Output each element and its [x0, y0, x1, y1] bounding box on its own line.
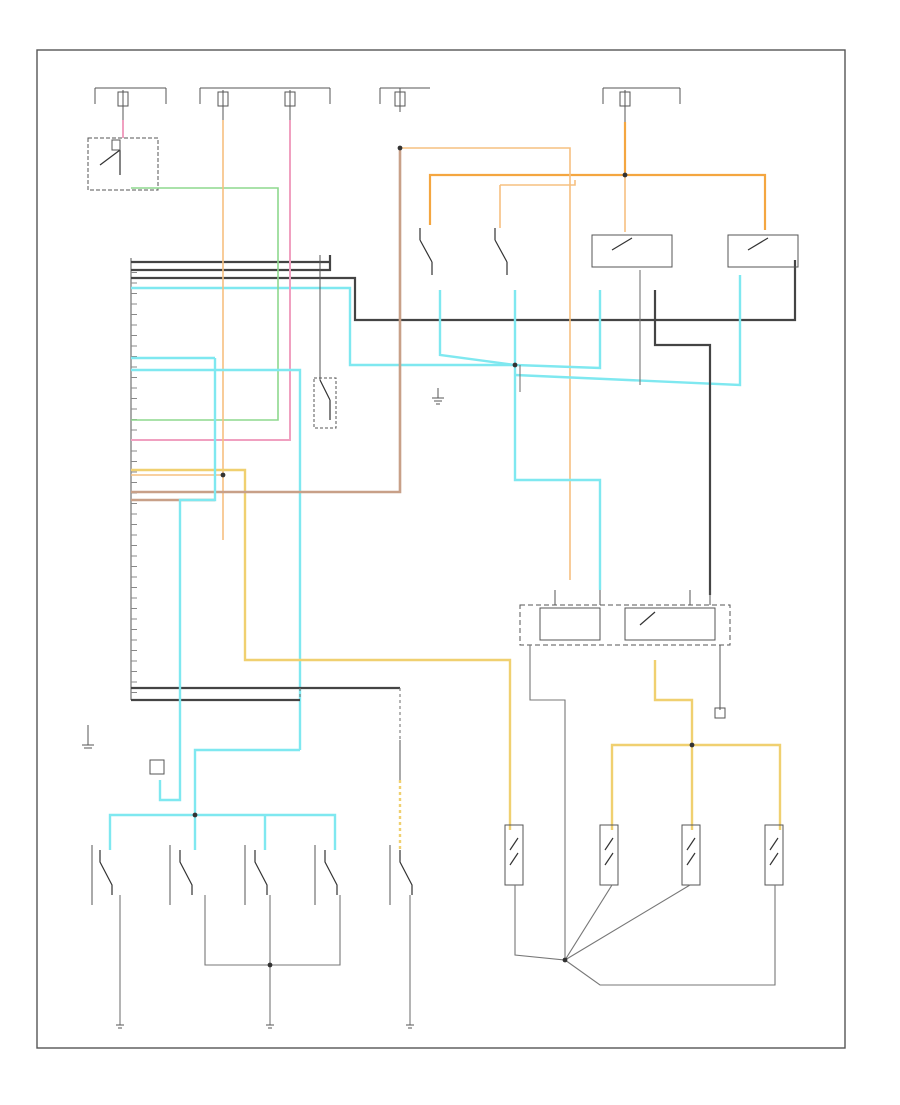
connector-markers — [149, 707, 726, 775]
splice-points — [192, 145, 695, 968]
wire-yellow-1 — [131, 468, 512, 830]
wire-light-blue-bottom-2 — [158, 358, 217, 802]
wire-green — [131, 187, 279, 421]
upper-left-relay-box — [87, 137, 159, 191]
wire-gray-switch — [519, 270, 641, 392]
wire-light-blue-3 — [131, 368, 302, 750]
wire-light-blue-bottom-1 — [108, 748, 300, 850]
fuse-block-center — [199, 87, 331, 120]
wire-light-blue-switch-1 — [438, 290, 602, 370]
wire-yellow-2 — [610, 660, 694, 830]
door-switch-box-right — [591, 234, 799, 268]
wire-black-3 — [131, 260, 797, 322]
wire-pink — [122, 120, 291, 441]
middle-switch — [313, 255, 337, 429]
wire-light-blue-bottom-3 — [193, 813, 337, 850]
dome-lamp-center — [599, 824, 619, 886]
wire-black-2 — [131, 255, 332, 272]
ground-symbol-bottom-left — [82, 725, 94, 749]
door-switch-box-left — [419, 228, 508, 275]
dome-lamp-left — [504, 824, 524, 886]
wire-light-blue-1 — [131, 286, 515, 367]
wire-switch-ground — [119, 895, 411, 1025]
wire-yellow-3 — [692, 743, 782, 830]
wire-dashed — [299, 688, 401, 740]
wire-orange-right — [625, 173, 767, 230]
diagram-frame — [36, 49, 846, 1049]
relay-box — [519, 590, 731, 646]
module-pin-column — [130, 258, 137, 700]
ground-symbol-mid — [432, 388, 444, 405]
wire-light-blue-switch-2 — [513, 290, 602, 590]
wire-dome-ground — [514, 884, 776, 986]
lower-door-switches — [91, 845, 413, 905]
fuse-block-left — [94, 87, 167, 122]
fuse-block-right — [602, 87, 681, 122]
fuse-block-right-center — [379, 87, 430, 112]
wire-gray-relay — [529, 645, 566, 960]
wire-black-right — [653, 290, 712, 595]
wire-orange-left — [131, 120, 224, 476]
ground-symbols-bottom — [116, 1024, 414, 1029]
wire-orange-long — [400, 147, 571, 580]
dome-lamp-right — [681, 824, 701, 886]
wire-light-blue-switch-3 — [514, 275, 742, 387]
wire-orange-2 — [499, 180, 576, 228]
wire-orange-bus — [428, 122, 627, 225]
wire-switch-common — [204, 895, 341, 966]
dome-lamp-rear — [764, 824, 784, 886]
wire-brown-1 — [131, 148, 402, 494]
